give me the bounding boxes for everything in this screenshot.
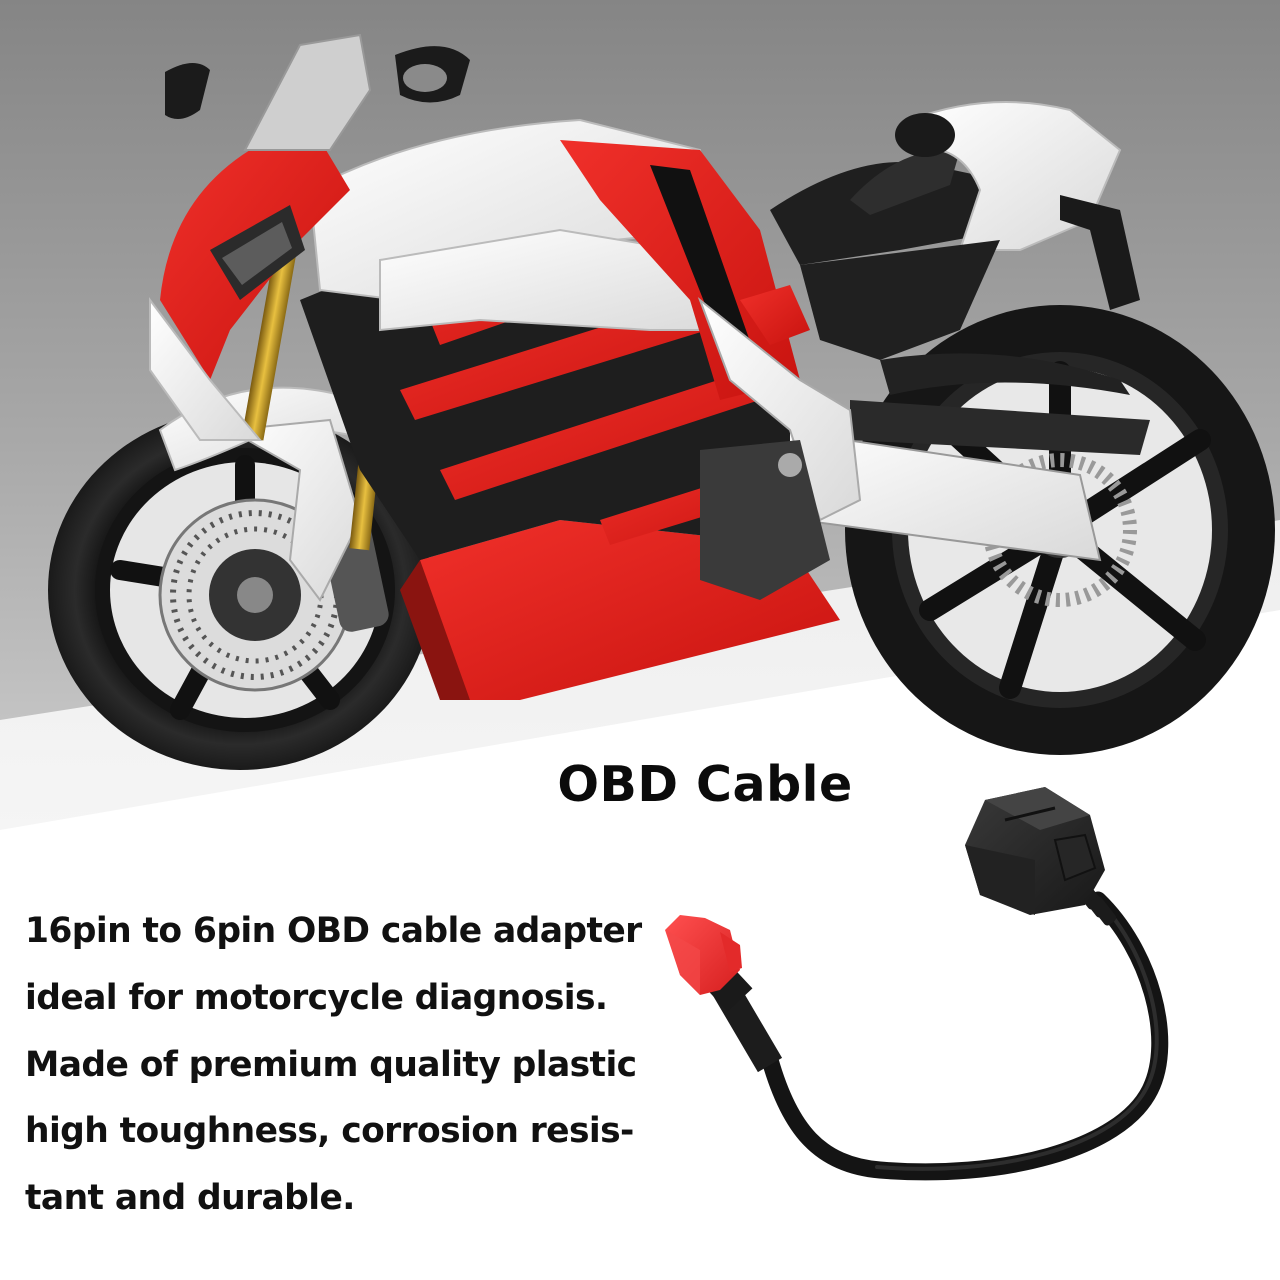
description-line: tant and durable. [25, 1178, 355, 1219]
description-line: Made of premium quality plastic [25, 1044, 637, 1085]
description-line: ideal for motorcycle diagnosis. [25, 977, 608, 1018]
product-title: OBD Cable [557, 756, 853, 813]
red-connector [665, 915, 742, 995]
obd-connector [965, 787, 1117, 926]
description-line: 16pin to 6pin OBD cable adapter [25, 911, 642, 951]
description-line: high toughness, corrosion resis- [25, 1111, 634, 1152]
product-description: 16pin to 6pin OBD cable adapter ideal fo… [25, 898, 685, 1232]
front-wheel [48, 410, 432, 770]
